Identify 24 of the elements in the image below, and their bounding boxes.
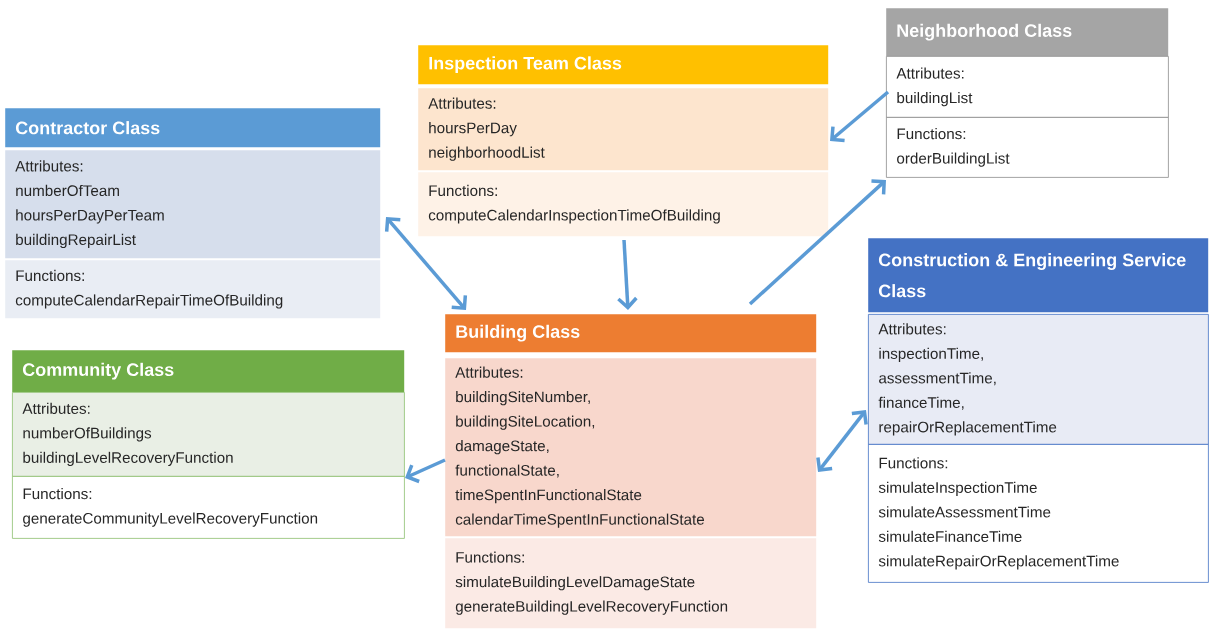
arrow xyxy=(384,217,468,310)
functions-section: Functions: simulateInspectionTime simulateAssessmentTime simulateFinanceTime simulateRepairOrReplacementTime xyxy=(868,444,1209,583)
arrow xyxy=(617,239,638,310)
attributes-section: Attributes: buildingList xyxy=(886,56,1169,118)
class-header: Building Class xyxy=(445,314,817,353)
class-header: Neighborhood Class xyxy=(886,8,1169,57)
attributes-section: Attributes: numberOfBuildings buildingLevelRecoveryFunction xyxy=(12,392,405,477)
arrow xyxy=(405,458,446,484)
class-header: Construction & Engineering Service Class xyxy=(868,238,1209,313)
functions-section: Functions: orderBuildingList xyxy=(886,117,1169,178)
class-header: Community Class xyxy=(12,350,405,393)
arrow xyxy=(816,410,868,472)
class-header: Inspection Team Class xyxy=(418,45,829,85)
attributes-section: Attributes: hoursPerDay neighborhoodList xyxy=(418,88,829,171)
attributes-section: Attributes: numberOfTeam hoursPerDayPerTeam buildingRepairList xyxy=(5,150,381,259)
arrow xyxy=(830,90,890,143)
attributes-section: Attributes: inspectionTime, assessmentTime, financeTime, repairOrReplacementTime xyxy=(868,314,1209,445)
attributes-section: Attributes: buildingSiteNumber, buildingSiteLocation, damageState, functionalState, timeSpentInFunctionalState calendarTimeSpentInFunctionalState xyxy=(445,358,817,537)
class-header: Contractor Class xyxy=(5,108,381,148)
arrow xyxy=(748,179,886,306)
functions-section: Functions: generateCommunityLevelRecoveryFunction xyxy=(12,476,405,539)
functions-section: Functions: computeCalendarInspectionTimeOfBuilding xyxy=(418,172,829,237)
functions-section: Functions: computeCalendarRepairTimeOfBuilding xyxy=(5,260,381,319)
functions-section: Functions: simulateBuildingLevelDamageState generateBuildingLevelRecoveryFunction xyxy=(445,538,817,629)
